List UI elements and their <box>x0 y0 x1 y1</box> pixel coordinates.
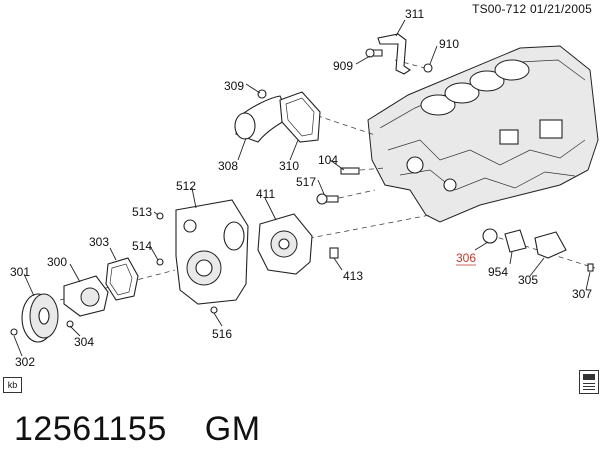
callout-516: 516 <box>212 327 232 341</box>
callout-514: 514 <box>132 239 152 253</box>
diagram-header: TS00-712 01/21/2005 <box>472 2 592 16</box>
callout-303: 303 <box>89 235 109 249</box>
callout-304: 304 <box>74 335 94 349</box>
callout-517: 517 <box>296 175 316 189</box>
brand: GM <box>204 410 261 448</box>
callout-512: 512 <box>176 179 196 193</box>
footer: 12561155 GM <box>14 410 261 449</box>
diagram-date: 01/21/2005 <box>529 2 592 16</box>
callout-301: 301 <box>10 265 30 279</box>
callout-413: 413 <box>343 269 363 283</box>
callout-311: 311 <box>405 7 424 21</box>
callout-513: 513 <box>132 205 152 219</box>
diagram-code: TS00-712 <box>472 2 527 16</box>
callout-306-highlighted: 306 <box>456 251 476 265</box>
callout-309: 309 <box>224 79 244 93</box>
callout-307: 307 <box>572 287 592 301</box>
callout-310: 310 <box>279 159 299 173</box>
callout-104: 104 <box>318 153 338 167</box>
part-number: 12561155 <box>14 410 167 448</box>
callout-909: 909 <box>333 59 353 73</box>
callout-302: 302 <box>15 355 35 369</box>
kb-badge: kb <box>3 377 22 393</box>
engine-block-icon <box>367 45 599 223</box>
callout-954: 954 <box>488 265 508 279</box>
callout-305: 305 <box>518 273 538 287</box>
manual-book-icon <box>579 370 599 394</box>
callout-300: 300 <box>47 255 67 269</box>
callout-411: 411 <box>256 187 275 201</box>
callout-910: 910 <box>439 37 459 51</box>
callout-308: 308 <box>218 159 238 173</box>
